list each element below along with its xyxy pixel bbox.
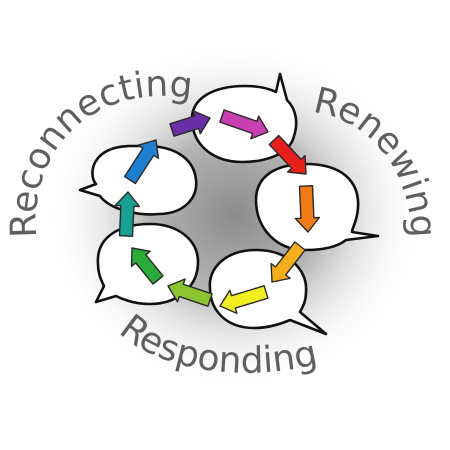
arrow-teal-icon [114, 191, 141, 237]
arrow-purple-shape [169, 110, 211, 137]
arrow-red-shape [268, 134, 307, 175]
arrow-amber-shape [270, 241, 306, 283]
arrow-red-icon [268, 134, 307, 175]
arrow-yellow-shape [219, 285, 269, 315]
arrow-green-shape [130, 247, 164, 285]
arrow-purple-icon [169, 110, 211, 137]
arrow-orange-icon [294, 185, 321, 233]
arrow-amber-icon [270, 241, 306, 283]
arrow-lime-shape [167, 278, 213, 307]
arrow-blue-shape [123, 139, 160, 185]
arrow-orange-shape [294, 185, 321, 233]
arrow-green-icon [130, 247, 164, 285]
arrow-magenta-icon [219, 109, 269, 140]
arrow-magenta-shape [219, 109, 269, 140]
arrow-teal-shape [114, 191, 141, 237]
arrow-lime-icon [167, 278, 213, 307]
speech-bubble-bottom-right [208, 248, 328, 336]
arrow-blue-icon [123, 139, 160, 185]
cycle-arrows [114, 109, 321, 315]
arrow-yellow-icon [219, 285, 269, 315]
